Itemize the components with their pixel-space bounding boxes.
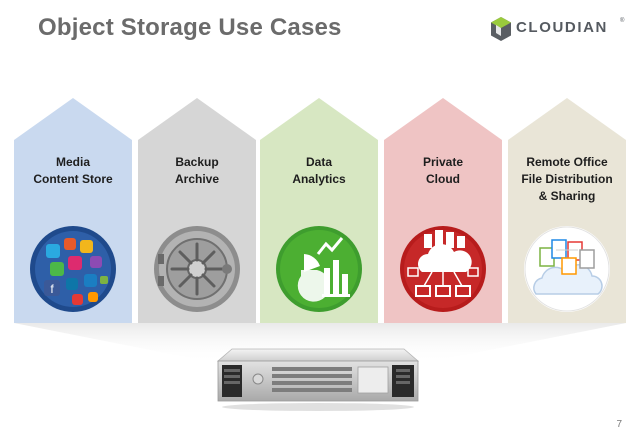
social-media-icon: f bbox=[30, 226, 116, 312]
use-case-tile-analytics: Data Analytics bbox=[260, 98, 378, 323]
use-case-tile-private-cloud: Private Cloud bbox=[384, 98, 502, 323]
cloudian-cube-icon bbox=[491, 17, 511, 41]
light-beam bbox=[14, 323, 626, 363]
tile-label-line: Backup bbox=[175, 155, 219, 169]
tile-label: Media Content Store bbox=[14, 154, 132, 188]
analytics-chart-icon bbox=[276, 226, 362, 312]
cloudian-logo: CLOUDIAN ® bbox=[490, 12, 630, 46]
file-sharing-cloud-icon bbox=[524, 226, 610, 312]
tile-label: Data Analytics bbox=[260, 154, 378, 188]
tile-label-line: Archive bbox=[174, 172, 220, 186]
tile-label-line: File Distribution bbox=[521, 172, 613, 186]
logo-wordmark: CLOUDIAN bbox=[516, 19, 608, 36]
tile-label-line: Media bbox=[55, 155, 90, 169]
tile-label-line: Cloud bbox=[426, 172, 460, 186]
svg-text:f: f bbox=[50, 282, 54, 296]
slide-title: Object Storage Use Cases bbox=[38, 14, 342, 41]
use-case-tile-backup: Backup Archive bbox=[138, 98, 256, 323]
page-number: 7 bbox=[616, 419, 622, 430]
tile-label-line: Data bbox=[305, 155, 332, 169]
use-case-tile-media: Media Content Store f bbox=[14, 98, 132, 323]
tile-label-line: Private bbox=[422, 155, 464, 169]
tile-label: Remote Office File Distribution & Sharin… bbox=[508, 154, 626, 205]
tile-label-line: & Sharing bbox=[538, 189, 596, 203]
vault-door-icon bbox=[154, 226, 240, 312]
rack-server-icon bbox=[216, 348, 420, 411]
use-case-tile-remote-office: Remote Office File Distribution & Sharin… bbox=[508, 98, 626, 323]
tile-label: Private Cloud bbox=[384, 154, 502, 188]
logo-trademark: ® bbox=[620, 18, 625, 24]
tile-label-line: Analytics bbox=[292, 172, 346, 186]
tile-label-line: Content Store bbox=[33, 172, 113, 186]
tile-label: Backup Archive bbox=[138, 154, 256, 188]
private-cloud-icon bbox=[400, 226, 486, 312]
tile-label-line: Remote Office bbox=[526, 155, 608, 169]
